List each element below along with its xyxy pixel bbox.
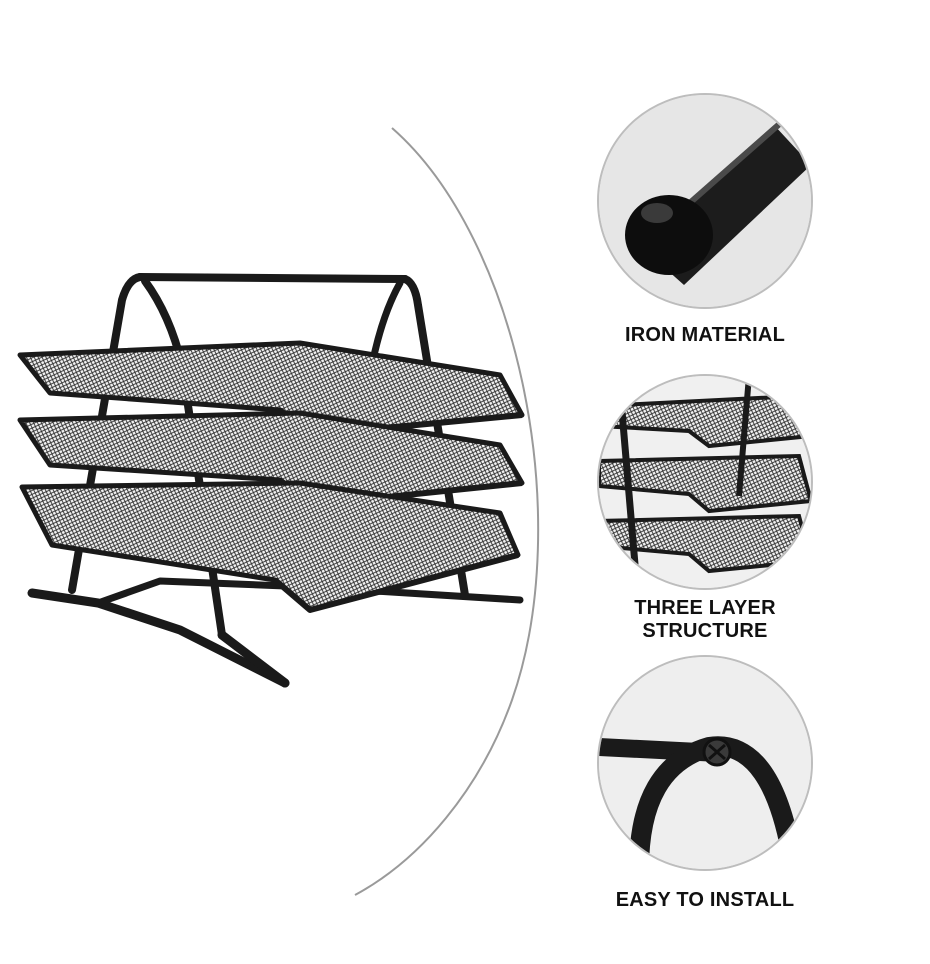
tube-end-cap-icon [599,95,811,307]
screw-joint-icon [599,657,811,869]
tray-layers-icon [599,376,811,588]
caption-three-layer-structure: THREE LAYER STRUCTURE [560,597,850,643]
caption-line: THREE LAYER [634,597,776,619]
caption-iron-material: IRON MATERIAL [560,324,850,347]
caption-line: EASY TO INSTALL [615,889,795,911]
caption-line: IRON MATERIAL [625,324,785,346]
three-layer-detail [597,374,813,590]
easy-install-detail [597,655,813,871]
caption-line: STRUCTURE [642,620,768,642]
caption-easy-to-install: EASY TO INSTALL [560,889,850,912]
iron-material-detail [597,93,813,309]
desk-tray-organizer-image [17,273,525,688]
